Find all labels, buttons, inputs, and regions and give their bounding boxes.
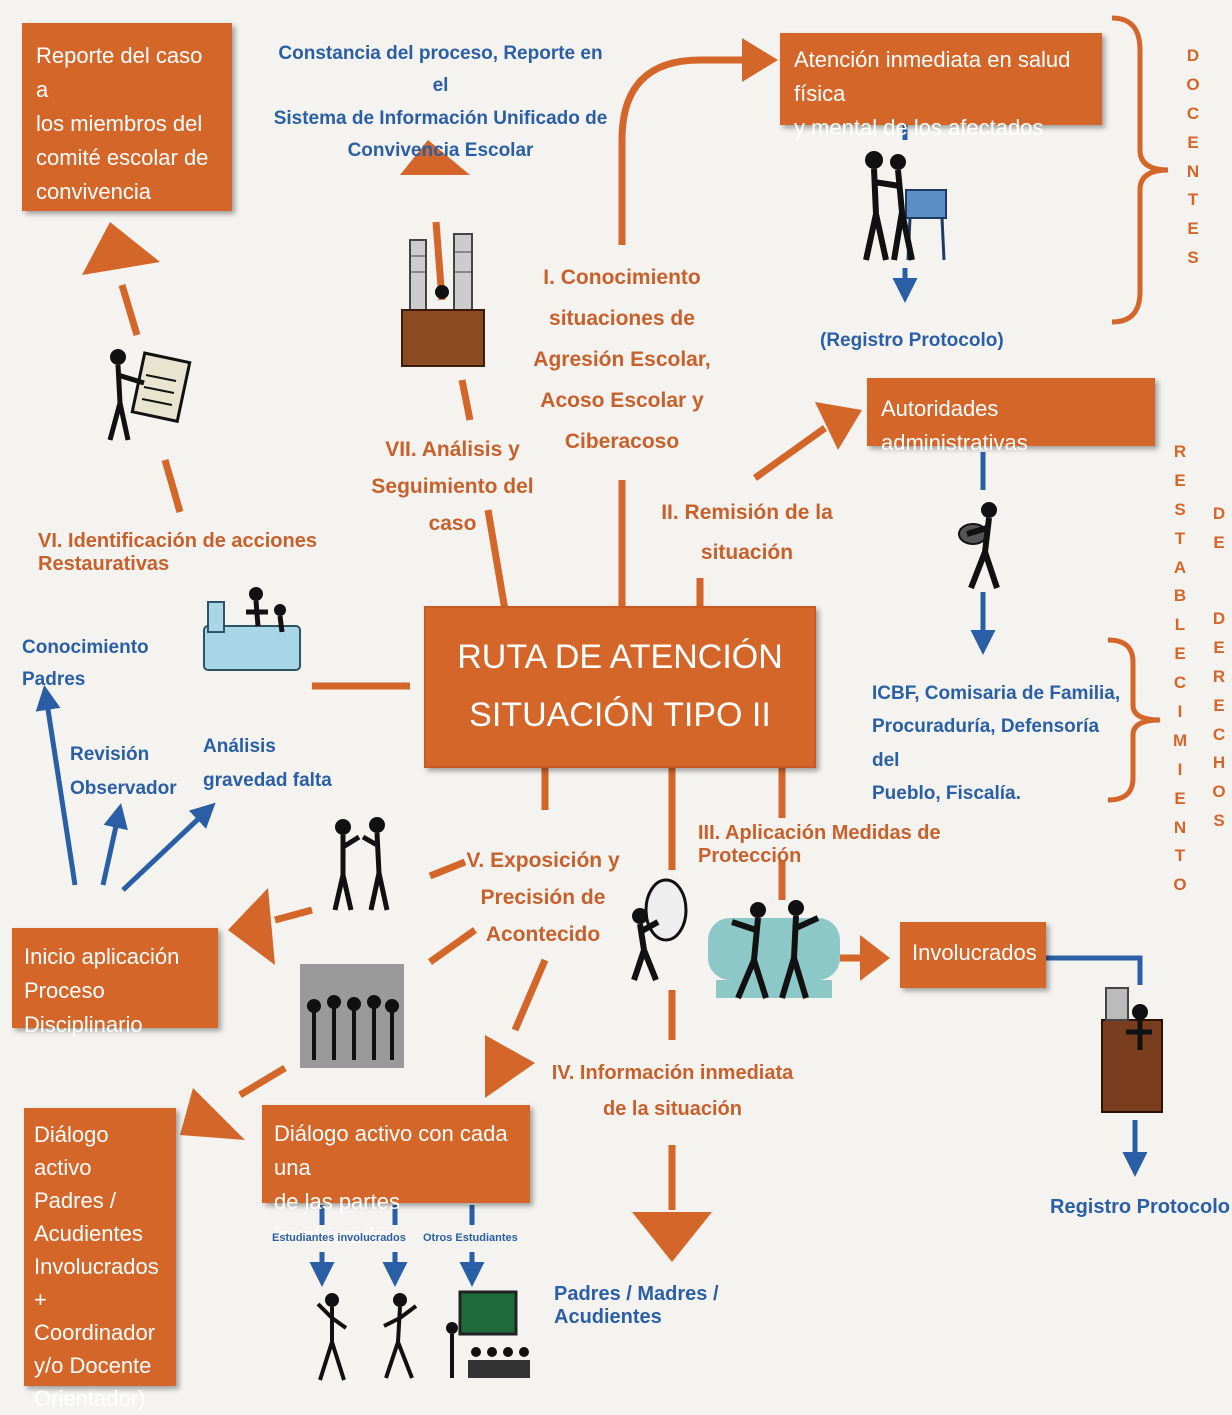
- dialogo-partes-box: Diálogo activo con cada una de las parte…: [262, 1105, 530, 1248]
- step-iv-label: IV. Información inmediata de la situació…: [551, 1062, 794, 1120]
- otros-estudiantes-label: Otros Estudiantes: [423, 1232, 518, 1244]
- bed-icon: [203, 587, 301, 671]
- connector-v-left: [428, 858, 467, 880]
- orange-arrowheads: [82, 38, 890, 1262]
- registro-protocolo-top-label: (Registro Protocolo): [820, 330, 1004, 351]
- brackets: [1107, 15, 1169, 803]
- desk-icon: [401, 233, 485, 367]
- derechos-vertical-label: DERECHOS: [1212, 609, 1226, 831]
- connector-to-inicio: [274, 906, 313, 924]
- constancia-label: Constancia del proceso, Reporte en el Si…: [273, 43, 608, 161]
- entidades-label: ICBF, Comisaria de Familia, Procuraduría…: [872, 683, 1121, 804]
- connector-vii-up: [458, 379, 474, 421]
- teacher-icon: [631, 878, 688, 982]
- connector-vi-to-reporte: [118, 283, 141, 337]
- dancers-icon: [708, 900, 840, 1000]
- connector-center-to-vii: [484, 509, 509, 611]
- step-iii-label: III. Aplicación Medidas de Protección: [698, 822, 941, 867]
- student-icon-2: [383, 1293, 418, 1379]
- reporte-comite-box: Reporte del caso a los miembros del comi…: [22, 23, 232, 211]
- padres-madres-label: Padres / Madres / Acudientes: [554, 1283, 719, 1328]
- inicio-proceso-box: Inicio aplicación Proceso Disciplinario: [12, 928, 218, 1037]
- step-ii-label: II. Remisión de la situación: [661, 501, 833, 564]
- clipboard-icon: [107, 349, 192, 441]
- orange-connectors: [118, 56, 860, 1210]
- involucrados-box: Involucrados: [900, 922, 1046, 988]
- revision-observador-label: Revisión Observador: [70, 744, 177, 800]
- dialogo-padres-box: Diálogo activo Padres / Acudientes Invol…: [24, 1108, 176, 1411]
- center-box: RUTA DE ATENCIÓN SITUACIÓN TIPO II: [424, 606, 816, 768]
- analisis-gravedad-label: Análisis gravedad falta: [203, 736, 332, 792]
- connector-i-to-atencion: [618, 56, 742, 245]
- atencion-salud-box: Atención inmediata en salud física y men…: [780, 33, 1102, 140]
- conocimiento-padres-label: Conocimiento Padres: [22, 637, 149, 691]
- runner-icon: [958, 502, 1000, 590]
- step-vii-label: VII. Análisis y Seguimiento del caso: [371, 438, 534, 535]
- crowd-icon: [300, 964, 404, 1068]
- de-vertical-label: DE: [1212, 504, 1226, 552]
- docentes-bracket: [1111, 15, 1169, 325]
- estudiantes-involucrados-label: Estudiantes involucrados: [272, 1232, 406, 1244]
- restablecimiento-vertical-label: RESTABLECIMIENTO: [1173, 442, 1188, 895]
- step-vi-label: VI. Identificación de acciones Restaurat…: [38, 530, 317, 575]
- connector-vi-up: [161, 459, 184, 513]
- student-icon-1: [316, 1293, 348, 1381]
- doctor-icon: [863, 151, 947, 261]
- registro-protocolo-bottom-label: Registro Protocolo: [1050, 1196, 1231, 1218]
- docentes-vertical-label: DOCENTES: [1186, 46, 1200, 268]
- blue-connectors: [35, 125, 1148, 1287]
- autoridades-box: Autoridades administrativas: [867, 378, 1155, 455]
- office-icon: [1101, 987, 1163, 1113]
- connector-v-to-dialogo: [511, 958, 549, 1032]
- connector-ii-to-autoridades: [752, 425, 828, 481]
- derechos-bracket: [1107, 637, 1161, 803]
- connector-v-to-crowd: [427, 927, 478, 965]
- classroom-icon: [446, 1290, 530, 1378]
- step-v-label: V. Exposición y Precisión de Acontecido: [466, 849, 620, 946]
- people-icon: [332, 817, 390, 911]
- step-i-label: I. Conocimiento situaciones de Agresión …: [533, 266, 711, 453]
- connector-to-dialogo-padres: [238, 1064, 287, 1099]
